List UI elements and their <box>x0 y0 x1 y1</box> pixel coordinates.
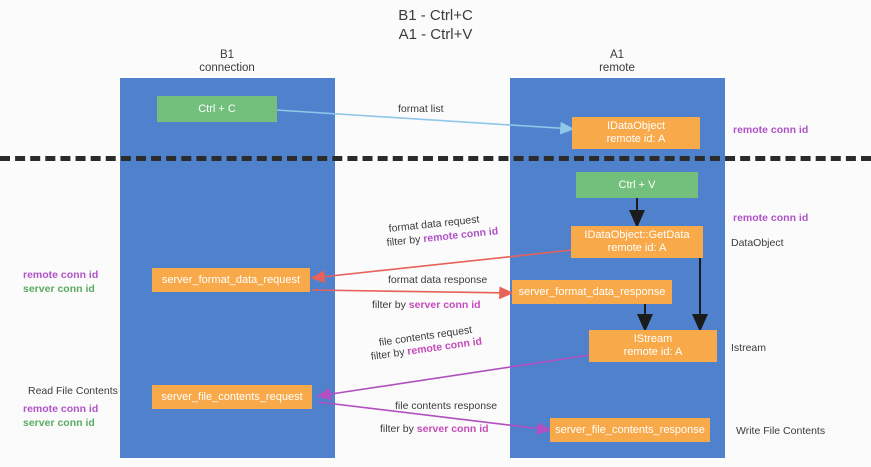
edge-label-format-list: format list <box>398 103 444 115</box>
box-ctrl-c[interactable]: Ctrl + C <box>157 96 277 122</box>
annotation-left-server-conn-id-2: server conn id <box>23 417 95 429</box>
column-header-a1: A1 remote <box>599 49 635 74</box>
edge-label-file-contents-response-filter: filter by server conn id <box>380 422 489 436</box>
box-istream[interactable]: IStream remote id: A <box>589 330 717 362</box>
annotation-remote-conn-id-top: remote conn id <box>733 124 809 136</box>
column-header-b1: B1 connection <box>199 49 255 74</box>
section-divider <box>0 156 871 161</box>
annotation-write-file-contents: Write File Contents <box>736 425 826 437</box>
filter-prefix: filter by <box>386 233 424 249</box>
box-server-file-contents-response[interactable]: server_file_contents_response <box>550 418 710 442</box>
box-ctrl-v[interactable]: Ctrl + V <box>576 172 698 198</box>
edge-label-file-contents-response: file contents response <box>395 400 498 412</box>
annotation-dataobject: DataObject <box>731 237 784 249</box>
box-idataobject[interactable]: IDataObject remote id: A <box>572 117 700 149</box>
box-server-format-data-response[interactable]: server_format_data_response <box>512 280 672 304</box>
annotation-left-server-conn-id: server conn id <box>23 283 95 295</box>
annotation-left-remote-conn-id: remote conn id <box>23 269 99 281</box>
edge-label-format-data-response-filter: filter by server conn id <box>372 298 481 312</box>
annotation-istream: Istream <box>731 342 767 354</box>
box-idataobject-getdata[interactable]: IDataObject::GetData remote id: A <box>571 226 703 258</box>
filter-prefix: filter by <box>380 423 417 435</box>
annotation-remote-conn-id-mid: remote conn id <box>733 212 809 224</box>
filter-key-server-conn-id: server conn id <box>408 299 481 311</box>
box-server-format-data-request[interactable]: server_format_data_request <box>152 268 310 292</box>
box-server-file-contents-request[interactable]: server_file_contents_request <box>152 385 312 409</box>
filter-key-server-conn-id: server conn id <box>416 423 489 435</box>
filter-prefix: filter by <box>372 299 409 311</box>
edge-label-format-data-response: format data response <box>388 274 488 286</box>
annotation-read-file-contents: Read File Contents <box>28 385 118 397</box>
annotation-left-remote-conn-id-2: remote conn id <box>23 403 99 415</box>
page-title: B1 - Ctrl+C A1 - Ctrl+V <box>398 7 473 43</box>
